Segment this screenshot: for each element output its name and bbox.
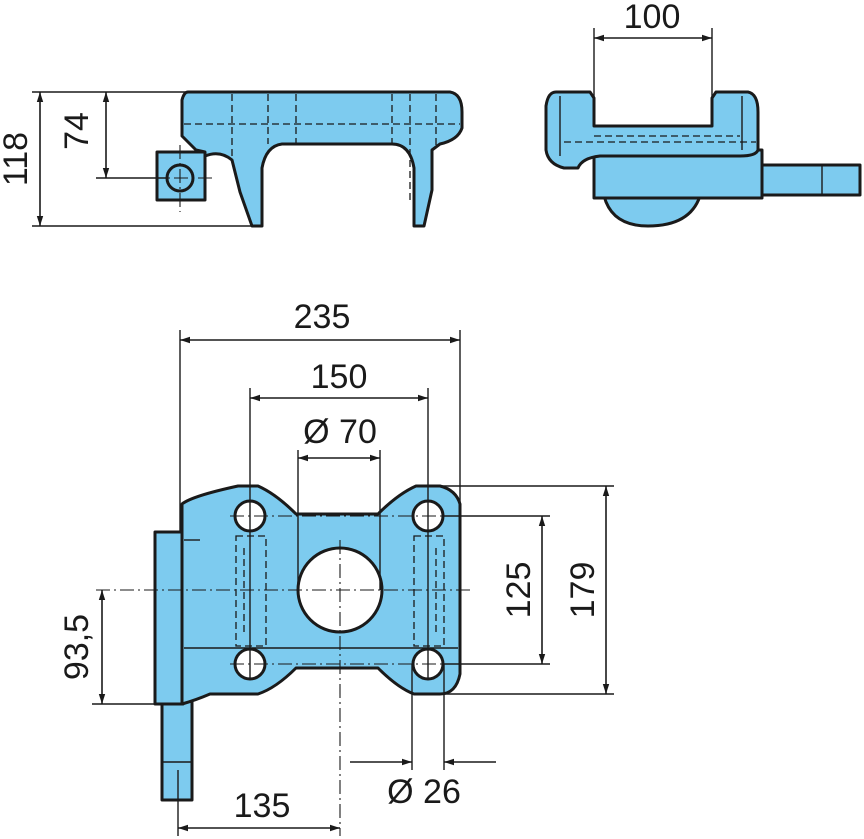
dim-height-overall: 179 [564,562,602,619]
end-view: 100 [544,0,862,228]
dim-bore-offset: 135 [234,787,291,825]
side-plate [153,530,185,706]
dim-axle-offset: 93,5 [58,614,96,680]
dim-hole-spacing-y: 125 [500,562,538,619]
side-view: 118 74 [0,90,464,228]
dim-width-overall: 235 [294,298,351,336]
dim-width-slot: 100 [624,0,681,36]
dim-bore-diameter: Ø 70 [303,413,377,451]
ball-joint [602,194,702,228]
plan-view: 235 150 Ø 70 125 179 93,5 Ø 26 [58,298,614,836]
bracket-body [180,90,464,228]
dim-hole-spacing-x: 150 [311,358,368,396]
axle-shaft [756,163,862,197]
axle-shaft-plan [160,688,194,802]
u-channel [544,90,760,170]
dim-height-total: 118 [0,132,35,186]
dim-hole-diameter: Ø 26 [387,773,461,811]
dim-height-axle: 74 [58,112,96,150]
